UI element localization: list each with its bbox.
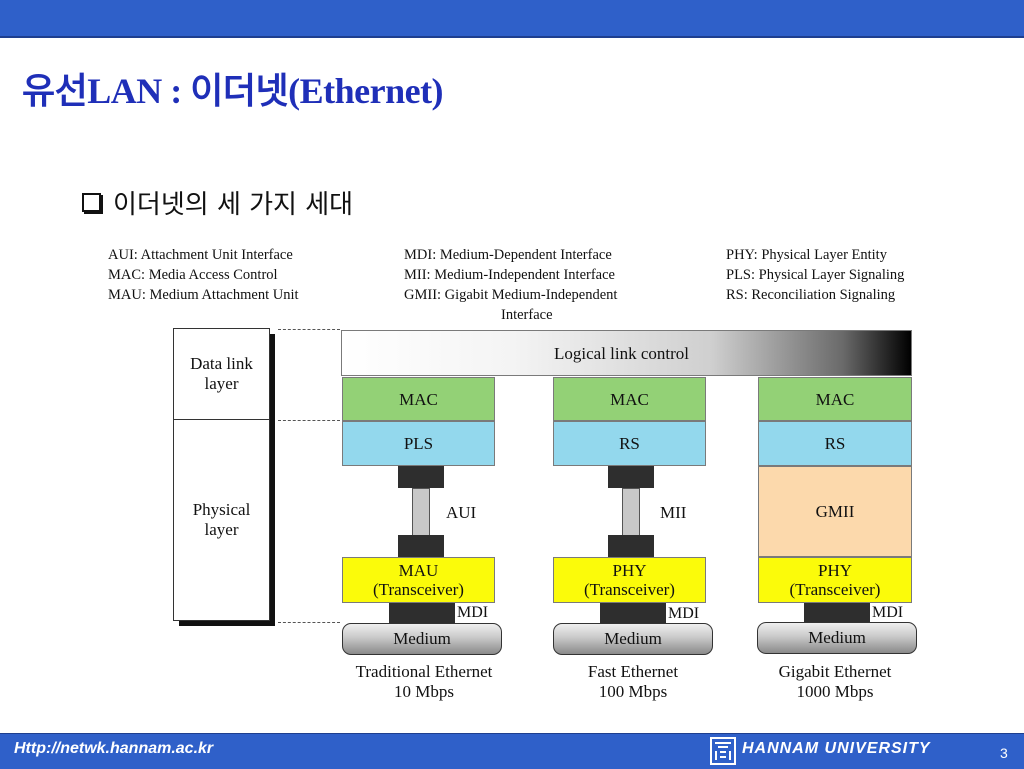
physical-layer-box: Physical layer [173, 419, 270, 621]
definition-gmii: GMII: Gigabit Medium-Independent [404, 287, 618, 303]
gigabit-medium-cylinder: Medium [757, 622, 917, 654]
definitions-col-3: PHY: Physical Layer Entity PLS: Physical… [726, 245, 904, 305]
traditional-connector-top [398, 466, 444, 488]
traditional-mdi-label: MDI [457, 604, 489, 621]
traditional-mac-box: MAC [342, 377, 495, 421]
footer-university-name: HANNAM UNIVERSITY [742, 740, 931, 757]
definitions-col-2: MDI: Medium-Dependent Interface MII: Med… [404, 245, 617, 325]
gigabit-phy-box: PHY (Transceiver) [758, 557, 912, 603]
fast-connector-bottom [608, 535, 654, 557]
dashed-line-middle [278, 420, 340, 421]
traditional-caption: Traditional Ethernet 10 Mbps [355, 662, 493, 701]
fast-mii-cable [622, 488, 640, 536]
traditional-pls-box: PLS [342, 421, 495, 466]
gigabit-mac-box: MAC [758, 377, 912, 421]
footer-url-link[interactable]: Http://netwk.hannam.ac.kr [14, 740, 214, 757]
page-number: 3 [1000, 745, 1008, 761]
traditional-interface-label: AUI [446, 503, 477, 522]
fast-mdi-label: MDI [668, 605, 700, 622]
definition-gmii-cont: Interface [501, 307, 553, 323]
header-bar [0, 0, 1024, 38]
slide-title: 유선LAN : 이더넷(Ethernet) [22, 71, 444, 111]
dashed-line-top [278, 329, 340, 330]
definitions-col-1: AUI: Attachment Unit Interface MAC: Medi… [108, 245, 299, 305]
definition-mau: MAU: Medium Attachment Unit [108, 287, 299, 303]
definition-mac: MAC: Media Access Control [108, 267, 278, 283]
dashed-line-bottom [278, 622, 340, 623]
definition-aui: AUI: Attachment Unit Interface [108, 247, 293, 263]
definition-pls: PLS: Physical Layer Signaling [726, 267, 905, 283]
data-link-layer-box: Data link layer [173, 328, 270, 420]
gigabit-mdi-connector [804, 603, 870, 624]
logical-link-control-bar: Logical link control [341, 330, 912, 376]
checkbox-bullet-icon [82, 193, 101, 212]
fast-connector-top [608, 466, 654, 488]
university-logo-icon [710, 737, 736, 765]
fast-interface-label: MII [660, 503, 687, 522]
definition-mdi: MDI: Medium-Dependent Interface [404, 247, 612, 263]
fast-caption: Fast Ethernet 100 Mbps [587, 662, 679, 701]
traditional-connector-bottom [398, 535, 444, 557]
bullet-item: 이더넷의 세 가지 세대 [82, 184, 353, 221]
bullet-text: 이더넷의 세 가지 세대 [113, 190, 354, 220]
fast-mdi-connector [600, 603, 666, 624]
definition-phy: PHY: Physical Layer Entity [726, 247, 887, 263]
footer-bar [0, 733, 1024, 769]
fast-rs-box: RS [553, 421, 706, 466]
gigabit-gmii-box: GMII [758, 466, 912, 557]
traditional-phy-box: MAU (Transceiver) [342, 557, 495, 603]
traditional-aui-cable [412, 488, 430, 536]
gigabit-mdi-label: MDI [872, 604, 904, 621]
traditional-medium-cylinder: Medium [342, 623, 502, 655]
gigabit-rs-box: RS [758, 421, 912, 466]
traditional-mdi-connector [389, 603, 455, 624]
gigabit-caption: Gigabit Ethernet 1000 Mbps [778, 662, 892, 701]
fast-phy-box: PHY (Transceiver) [553, 557, 706, 603]
fast-mac-box: MAC [553, 377, 706, 421]
fast-medium-cylinder: Medium [553, 623, 713, 655]
definition-mii: MII: Medium-Independent Interface [404, 267, 615, 283]
definition-rs: RS: Reconciliation Signaling [726, 287, 896, 303]
